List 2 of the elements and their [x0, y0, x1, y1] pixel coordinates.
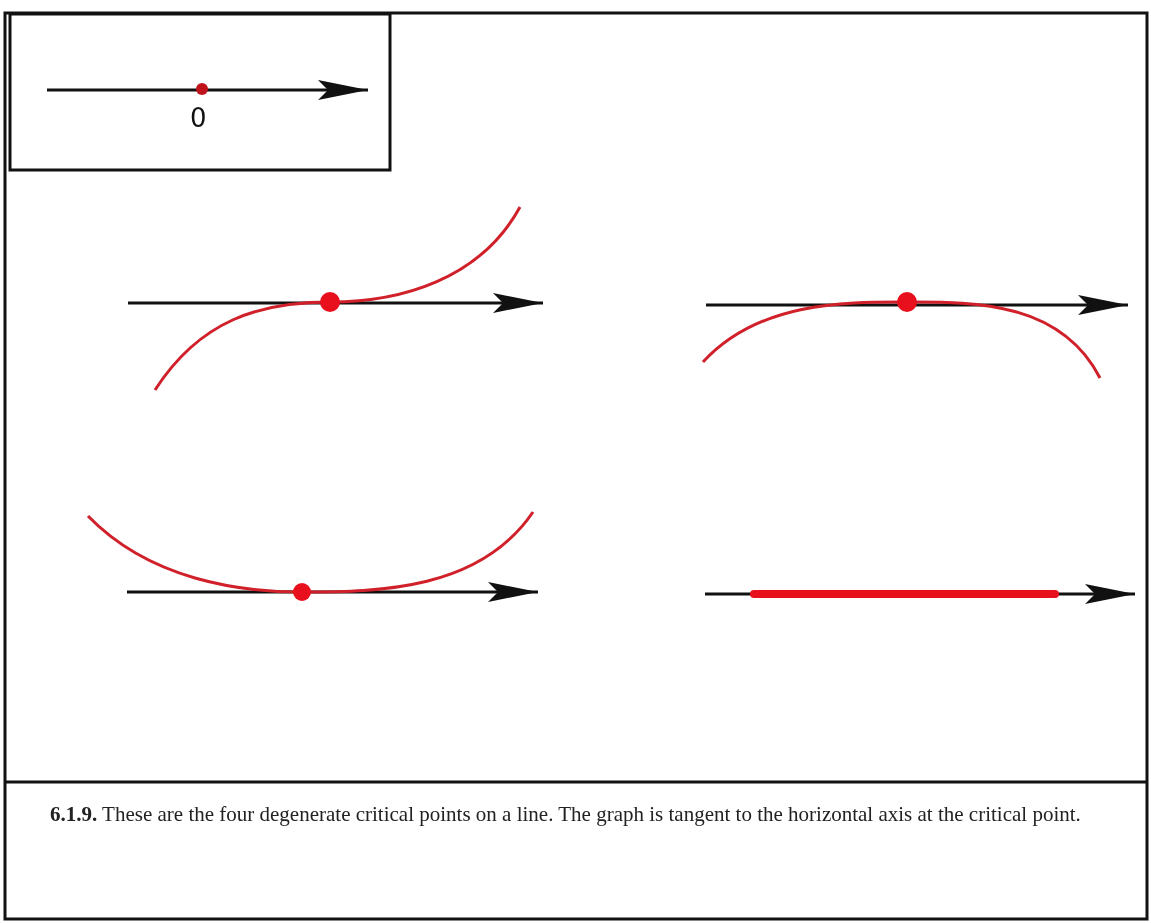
origin-label: 0	[190, 104, 207, 132]
figure-caption: 6.1.9. These are the four degenerate critical points on a line. The graph is tangent to the horizontal axis at the critical point.	[50, 801, 1082, 828]
